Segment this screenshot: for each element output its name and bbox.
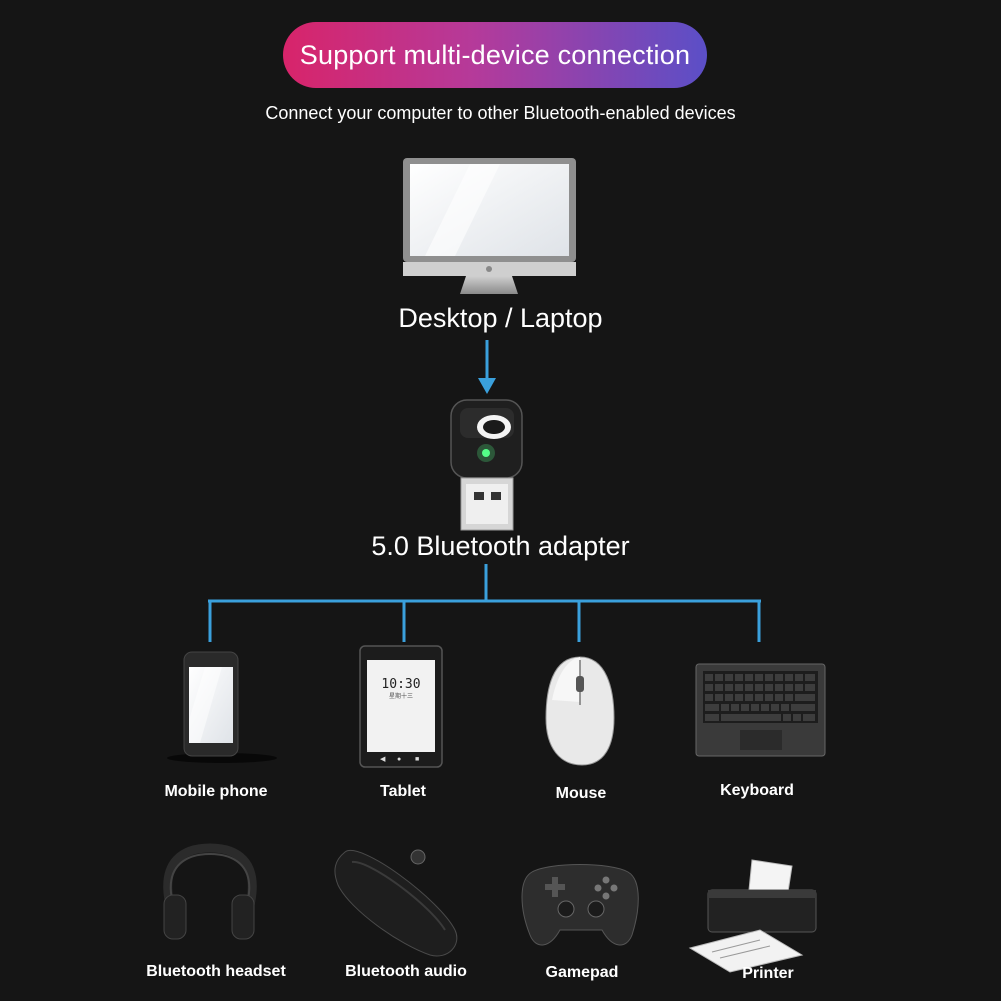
device-label: Gamepad <box>545 964 619 981</box>
tablet-icon: 10:30 星期十三 ◀ ● ■ <box>359 645 443 768</box>
headphones-icon <box>163 843 257 940</box>
device-label: Mouse <box>555 785 607 802</box>
keyboard-icon <box>695 663 826 757</box>
svg-text:●: ● <box>397 756 401 763</box>
adapter-label: 5.0 Bluetooth adapter <box>371 531 630 561</box>
title-banner: Support multi-device connection <box>283 22 707 88</box>
device-label: Bluetooth headset <box>146 963 286 980</box>
banner-title: Support multi-device connection <box>299 39 691 70</box>
svg-text:◀: ◀ <box>380 756 386 763</box>
svg-text:■: ■ <box>415 756 419 763</box>
mouse-icon <box>545 656 615 766</box>
device-label: Tablet <box>380 783 426 800</box>
mobile-phone-icon <box>167 651 277 763</box>
host-label: Desktop / Laptop <box>398 303 603 333</box>
device-label: Mobile phone <box>164 783 268 800</box>
tablet-date: 星期十三 <box>389 692 413 700</box>
usb-bluetooth-adapter-icon <box>450 399 523 531</box>
gamepad-icon <box>521 864 639 946</box>
device-label: Keyboard <box>720 782 794 799</box>
speaker-icon <box>334 849 458 957</box>
printer-icon <box>688 859 817 973</box>
device-label: Printer <box>742 965 794 982</box>
device-label: Bluetooth audio <box>345 963 467 980</box>
subtitle: Connect your computer to other Bluetooth… <box>265 103 736 123</box>
tablet-time: 10:30 <box>381 677 420 692</box>
